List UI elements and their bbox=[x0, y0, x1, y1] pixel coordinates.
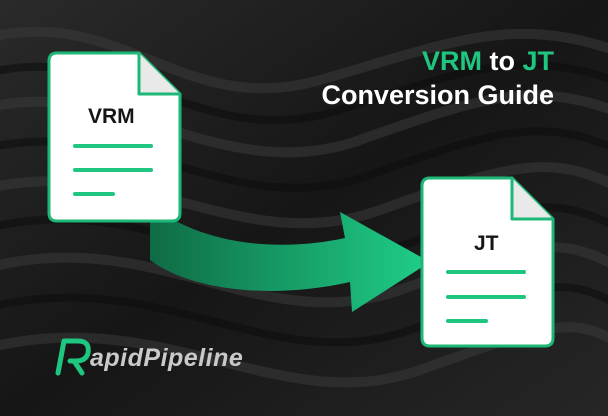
title-target-format: JT bbox=[522, 46, 554, 76]
source-document-icon: VRM bbox=[47, 51, 182, 223]
rapidpipeline-logo: apidPipeline bbox=[52, 333, 312, 379]
source-document-label: VRM bbox=[88, 105, 135, 128]
rapidpipeline-logo-mark bbox=[55, 338, 91, 376]
target-document-icon: JT bbox=[420, 176, 555, 348]
title-connector: to bbox=[489, 46, 515, 76]
title-line-1: VRM to JT bbox=[321, 44, 554, 78]
target-document-label: JT bbox=[474, 232, 499, 255]
page-title: VRM to JT Conversion Guide bbox=[321, 44, 554, 112]
logo-text: apidPipeline bbox=[90, 344, 244, 372]
title-subtitle: Conversion Guide bbox=[321, 80, 554, 110]
title-source-format: VRM bbox=[421, 46, 482, 76]
